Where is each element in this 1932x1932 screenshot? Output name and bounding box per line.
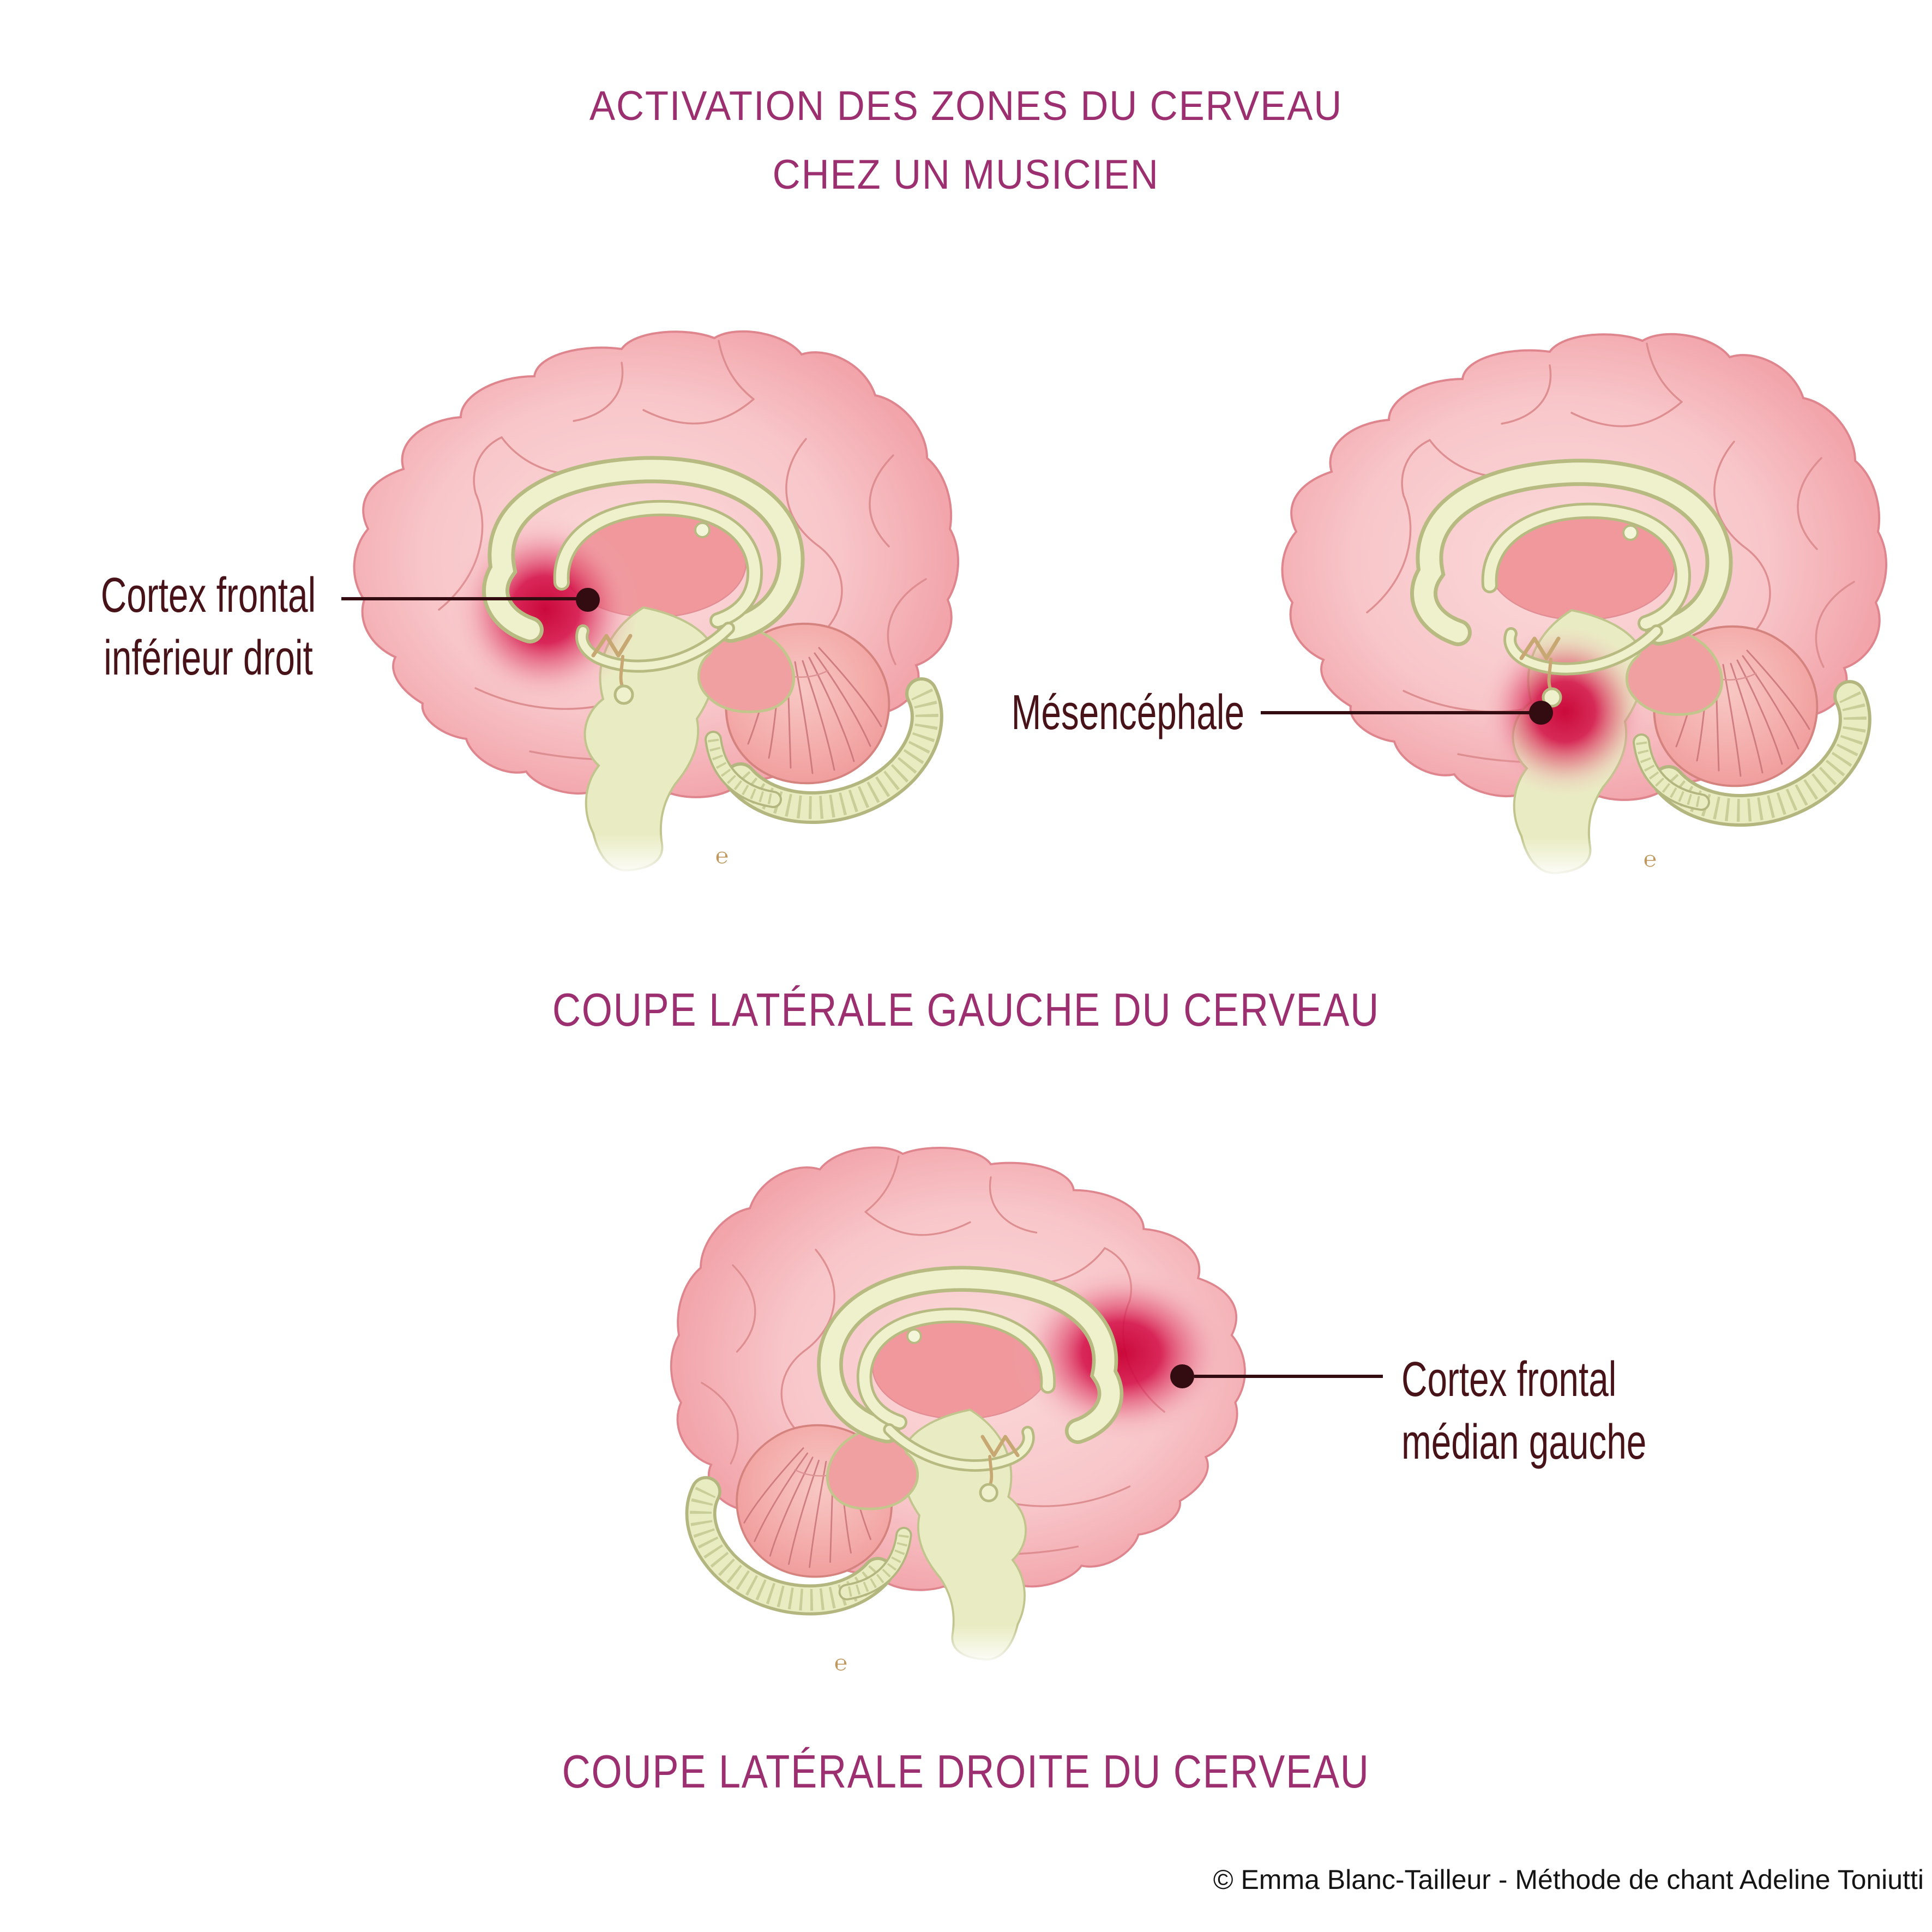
annotation-line: Cortex frontal [1401,1352,1617,1407]
annotation-line: médian gauche [1401,1415,1647,1470]
activation-highlight-1 [450,514,641,705]
leader-line-3 [1194,1375,1383,1378]
brain-illustration-right-cut [670,1092,1260,1672]
section-header-text: COUPE LATÉRALE DROITE DU CERVEAU [562,1746,1370,1798]
brain-illustration-left-cut-1 [338,273,960,883]
activation-highlight-2 [1479,625,1651,798]
annotation-line: inférieur droit [104,631,313,685]
marker-dot-3 [1170,1364,1194,1388]
page-title: ACTIVATION DES ZONES DU CERVEAU CHEZ UN … [0,72,1932,209]
annotation-cortex-frontal-inferieur-droit: Cortex frontal inférieur droit [34,564,383,690]
leader-line-1 [341,597,578,600]
section-header-right-cut: COUPE LATÉRALE DROITE DU CERVEAU [0,1745,1932,1799]
artist-signature-mark: ℮ [1644,847,1657,871]
marker-dot-2 [1529,701,1553,725]
brain-illustration-left-cut-2 [1266,275,1888,886]
section-header-text: COUPE LATÉRALE GAUCHE DU CERVEAU [552,984,1380,1036]
page-title-line1: ACTIVATION DES ZONES DU CERVEAU [589,83,1343,129]
page-title-line2: CHEZ UN MUSICIEN [772,152,1160,198]
leader-line-2 [1261,711,1530,714]
marker-dot-1 [576,588,600,612]
annotation-line: Mésencéphale [1011,685,1244,740]
artist-signature-mark: ℮ [834,1651,848,1675]
copyright-credit: © Emma Blanc-Tailleur - Méthode de chant… [1213,1864,1924,1895]
annotation-line: Cortex frontal [100,568,316,623]
annotation-cortex-frontal-median-gauche: Cortex frontal médian gauche [1401,1349,1783,1474]
section-header-left-cut: COUPE LATÉRALE GAUCHE DU CERVEAU [0,983,1932,1038]
artist-signature-mark: ℮ [715,844,729,868]
annotation-mesencephale: Mésencéphale [863,682,1244,744]
